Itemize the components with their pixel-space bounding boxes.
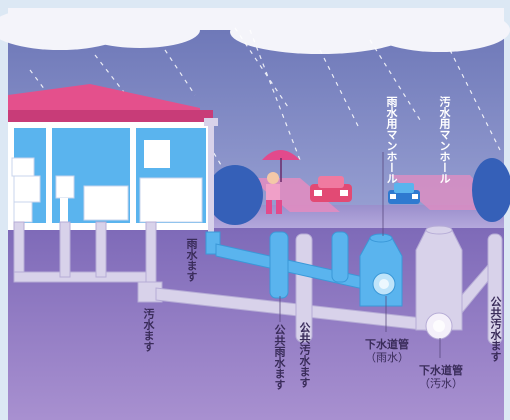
rain-basin-label: 雨水ます [185, 238, 198, 282]
sewer-pipe-rain-line1: 下水道管 [365, 338, 409, 351]
rain-pipes [205, 231, 403, 307]
sewage-manhole-label: 汚水用マンホール [438, 96, 451, 184]
public-rain-basin-label: 公共雨水ます [273, 324, 286, 390]
sewer-pipe-sewage-line2: （汚水） [419, 377, 463, 390]
car-pink [310, 176, 352, 202]
clouds [0, 6, 510, 54]
sewer-pipe-rain-label: 下水道管 （雨水） [354, 338, 420, 364]
rain-manhole-label: 雨水用マンホール [385, 96, 398, 184]
public-sewage-basin-right-label: 公共汚水ます [489, 296, 502, 362]
sewer-pipe-rain-line2: （雨水） [365, 351, 409, 364]
leader-lines [279, 152, 441, 358]
bush-right [472, 158, 510, 222]
public-sewage-basin-label: 公共汚水ます [298, 322, 311, 388]
sewage-pipes [13, 221, 503, 345]
house [8, 84, 218, 240]
road [210, 205, 504, 228]
sewer-pipe-sewage-line1: 下水道管 [419, 364, 463, 377]
car-blue [388, 183, 420, 204]
sewage-basin-label: 汚水ます [142, 308, 155, 352]
bush-left [207, 165, 263, 225]
child-with-umbrella [262, 150, 300, 214]
sewer-pipe-sewage-label: 下水道管 （汚水） [408, 364, 474, 390]
